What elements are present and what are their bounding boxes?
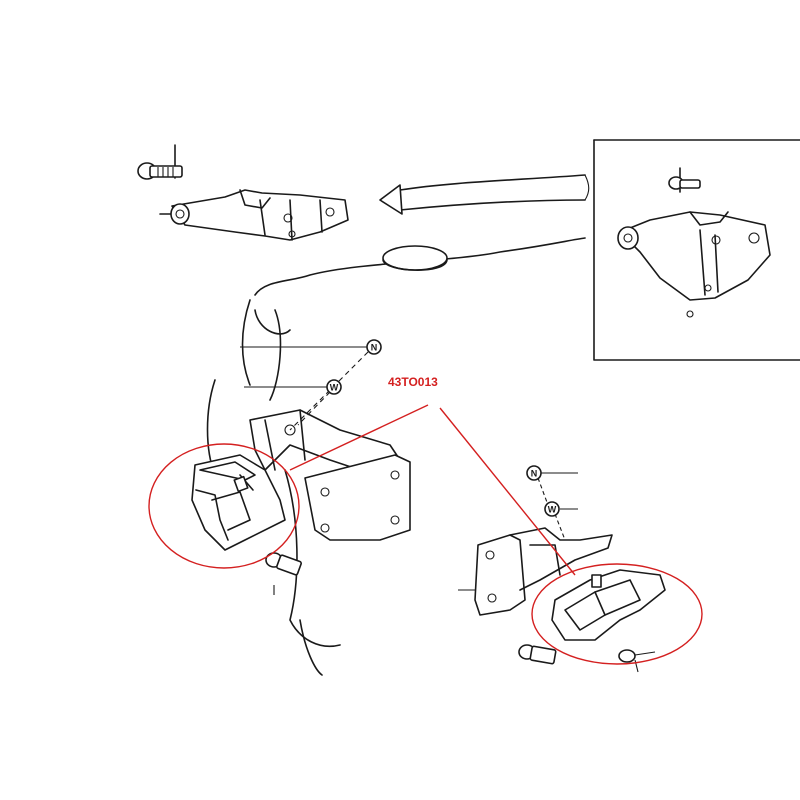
engine-block-outline (206, 237, 586, 676)
inset-detail-box (593, 139, 800, 361)
svg-text:N: N (531, 469, 538, 479)
nut-marker-right: N (526, 465, 542, 481)
left-lower-bolt (265, 552, 302, 595)
left-engine-mount (191, 454, 286, 551)
right-mount-highlight-circle (531, 563, 703, 665)
inset-bolt (668, 176, 701, 190)
left-callout-line (289, 404, 429, 471)
svg-text:N: N (371, 343, 378, 353)
washer-marker-right: W (544, 501, 560, 517)
right-callout-line (439, 407, 576, 576)
inset-bracket (617, 211, 771, 318)
svg-text:W: W (330, 383, 339, 393)
washer-marker-left: W (326, 379, 342, 395)
right-marker-leaders (537, 472, 578, 541)
right-lower-bolt (518, 644, 557, 665)
upper-bolt (137, 162, 183, 180)
main-bracket (249, 409, 411, 541)
svg-text:W: W (548, 505, 557, 515)
highlight-annotations (148, 404, 703, 665)
right-bracket (458, 527, 613, 616)
direction-arrow (379, 174, 590, 215)
nut-marker-left: N (366, 339, 382, 355)
part-number-label: 43TO013 (388, 375, 438, 389)
upper-bracket-assembly (137, 144, 349, 241)
right-engine-mount (551, 569, 666, 641)
left-mount-highlight-circle (148, 443, 300, 569)
right-lower-washer (618, 649, 656, 673)
upper-bracket (170, 189, 349, 241)
